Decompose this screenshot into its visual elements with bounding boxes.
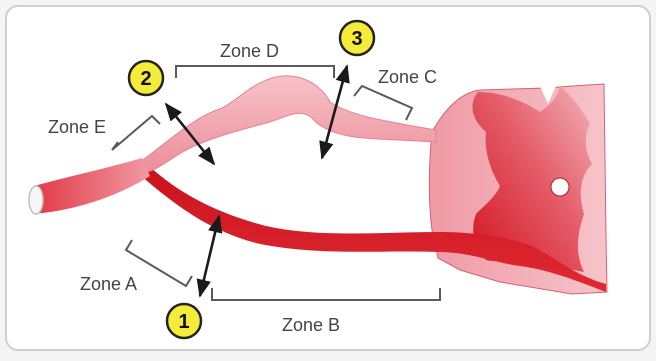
nerve-cut-end <box>29 186 43 214</box>
zone-d-label: Zone D <box>220 41 279 61</box>
marker-3-label: 3 <box>351 28 362 50</box>
marker-2: 2 <box>129 61 163 95</box>
marker-1-label: 1 <box>178 311 189 333</box>
zone-e-label: Zone E <box>48 117 106 137</box>
marker-3: 3 <box>340 21 374 55</box>
marker-1: 1 <box>167 304 201 338</box>
central-canal <box>551 178 569 196</box>
marker-2-label: 2 <box>140 68 151 90</box>
zone-a-label: Zone A <box>80 274 137 294</box>
zone-c-label: Zone C <box>378 67 437 87</box>
zone-b-label: Zone B <box>282 315 340 335</box>
